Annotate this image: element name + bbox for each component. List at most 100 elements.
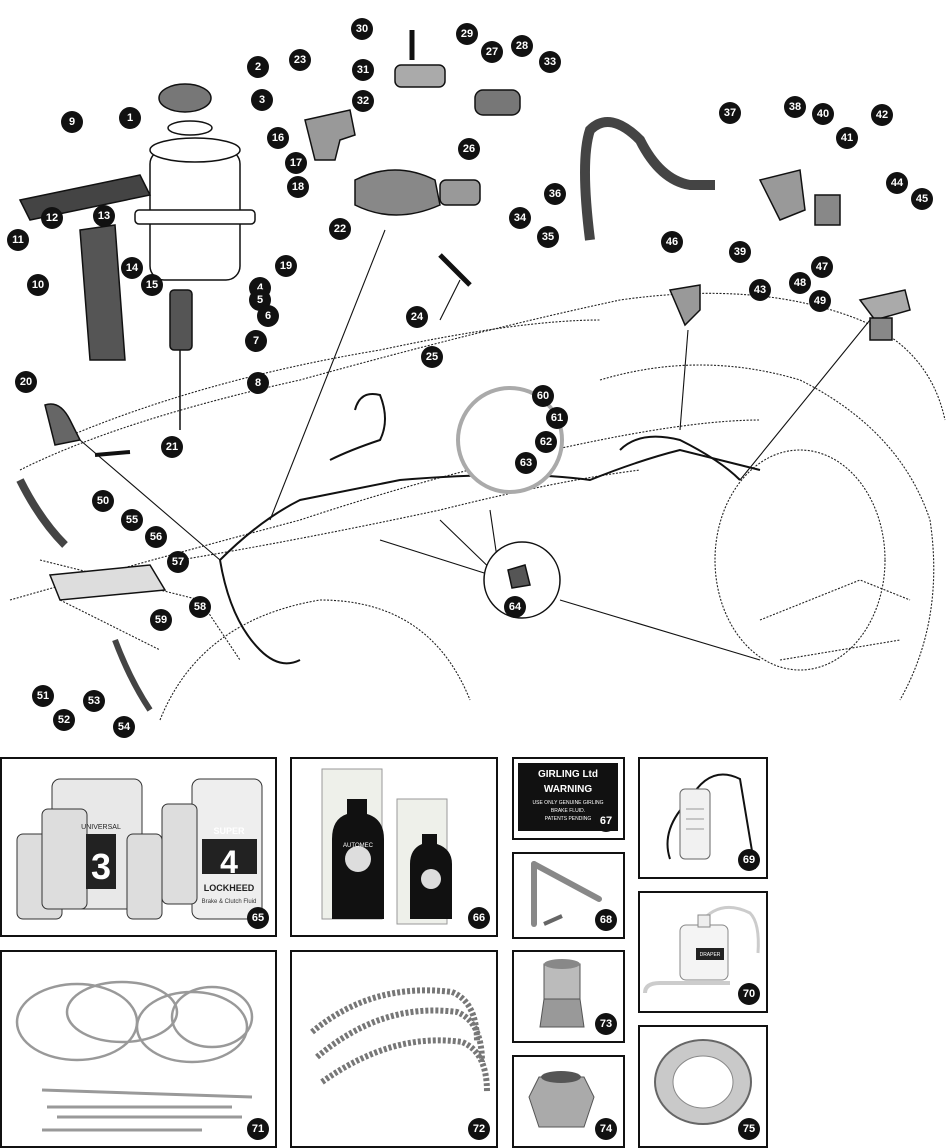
callout-12: 12 <box>41 207 63 229</box>
callout-52: 52 <box>53 709 75 731</box>
callout-14: 14 <box>121 257 143 279</box>
callout-70: 70 <box>738 983 760 1005</box>
callout-17: 17 <box>285 152 307 174</box>
warning-word: WARNING <box>544 784 593 795</box>
chassis-rail <box>179 469 641 561</box>
callout-1: 1 <box>119 107 141 129</box>
mounting-bracket <box>18 174 152 221</box>
lockheed-fluid-image: 3 4 SUPER UNIVERSAL LOCKHEED Brake & Clu… <box>16 778 263 920</box>
callout-55: 55 <box>121 509 143 531</box>
brake-system-exploded-diagram <box>9 30 946 721</box>
callout-3: 3 <box>251 89 273 111</box>
callout-19: 19 <box>275 255 297 277</box>
callout-67: 67 <box>595 810 617 832</box>
callout-72: 72 <box>468 1118 490 1140</box>
callout-64: 64 <box>504 596 526 618</box>
callout-8: 8 <box>247 372 269 394</box>
callout-31: 31 <box>352 59 374 81</box>
pipe-clip <box>44 403 82 446</box>
callout-56: 56 <box>145 526 167 548</box>
panel-pipe-nut-male: 73 <box>512 950 625 1043</box>
pressure-switch <box>439 179 481 206</box>
pipe-set-image <box>15 980 254 1132</box>
banjo-union <box>394 64 446 88</box>
callout-23: 23 <box>289 49 311 71</box>
callout-44: 44 <box>886 172 908 194</box>
callout-50: 50 <box>92 490 114 512</box>
callout-53: 53 <box>83 690 105 712</box>
flexible-hose <box>580 117 715 241</box>
callout-40: 40 <box>812 103 834 125</box>
callout-63: 63 <box>515 452 537 474</box>
callout-75: 75 <box>738 1118 760 1140</box>
callout-74: 74 <box>595 1118 617 1140</box>
grade-4-label: 4 <box>220 844 238 880</box>
callout-18: 18 <box>287 176 309 198</box>
callout-58: 58 <box>189 596 211 618</box>
car-wing-outline <box>599 364 935 701</box>
callout-65: 65 <box>247 907 269 929</box>
panel-brake-pipe-set: 71 <box>0 950 277 1148</box>
callout-39: 39 <box>729 241 751 263</box>
warning-line-2: BRAKE FLUID. <box>551 808 585 814</box>
callout-46: 46 <box>661 231 683 253</box>
panel-braided-hoses: 72 <box>290 950 498 1148</box>
draper-kit-image: DRAPER <box>643 905 760 994</box>
universal-label: UNIVERSAL <box>81 824 121 831</box>
callout-25: 25 <box>421 346 443 368</box>
bleed-bottle-image <box>666 773 756 870</box>
hose-bracket <box>758 169 806 221</box>
callout-57: 57 <box>167 551 189 573</box>
callout-48: 48 <box>789 272 811 294</box>
rear-suspension <box>759 579 911 661</box>
callout-6: 6 <box>257 305 279 327</box>
callout-68: 68 <box>595 909 617 931</box>
callout-15: 15 <box>141 274 163 296</box>
pipe-loop <box>329 393 386 461</box>
stop-light-switch <box>474 89 521 116</box>
bleed-key-image <box>531 861 602 927</box>
callout-34: 34 <box>509 207 531 229</box>
callout-33: 33 <box>539 51 561 73</box>
front-brake-pipe <box>219 559 301 665</box>
rear-pipe-branch <box>619 435 741 481</box>
automec-label: AUTOMEC <box>343 843 374 849</box>
callout-54: 54 <box>113 716 135 738</box>
callout-28: 28 <box>511 35 533 57</box>
callout-16: 16 <box>267 127 289 149</box>
panel-brake-fluid-automec: AUTOMEC 66 <box>290 757 498 937</box>
panel-girling-warning-label: GIRLING Ltd WARNING USE ONLY GENUINE GIR… <box>512 757 625 840</box>
callout-71: 71 <box>247 1118 269 1140</box>
car-sill-outline <box>9 419 761 601</box>
warning-line-3: PATENTS PENDING <box>545 816 592 822</box>
braided-hoses-image <box>310 987 490 1093</box>
callout-27: 27 <box>481 41 503 63</box>
callout-22: 22 <box>329 218 351 240</box>
callout-43: 43 <box>749 279 771 301</box>
callout-59: 59 <box>150 609 172 631</box>
tee-piece <box>304 109 356 161</box>
pipe-nut-female-image <box>528 1071 595 1128</box>
callout-7: 7 <box>245 330 267 352</box>
callout-35: 35 <box>537 226 559 248</box>
callout-11: 11 <box>7 229 29 251</box>
grade-3-label: 3 <box>91 846 111 887</box>
panel-pipe-coil: 75 <box>638 1025 768 1148</box>
girling-title: GIRLING Ltd <box>538 769 598 780</box>
callout-42: 42 <box>871 104 893 126</box>
front-wheel-arch <box>159 599 471 721</box>
callout-24: 24 <box>406 306 428 328</box>
callout-69: 69 <box>738 849 760 871</box>
callout-62: 62 <box>535 431 557 453</box>
panel-brake-fluid-lockheed: 3 4 SUPER UNIVERSAL LOCKHEED Brake & Clu… <box>0 757 277 937</box>
callout-47: 47 <box>811 256 833 278</box>
draper-label: DRAPER <box>700 952 721 958</box>
car-scuttle-outline <box>59 319 601 441</box>
callout-2: 2 <box>247 56 269 78</box>
pipe-coil-image <box>654 1039 752 1125</box>
callout-49: 49 <box>809 290 831 312</box>
callout-36: 36 <box>544 183 566 205</box>
callout-61: 61 <box>546 407 568 429</box>
pipe-nut-male-image <box>539 959 585 1028</box>
callout-13: 13 <box>93 205 115 227</box>
